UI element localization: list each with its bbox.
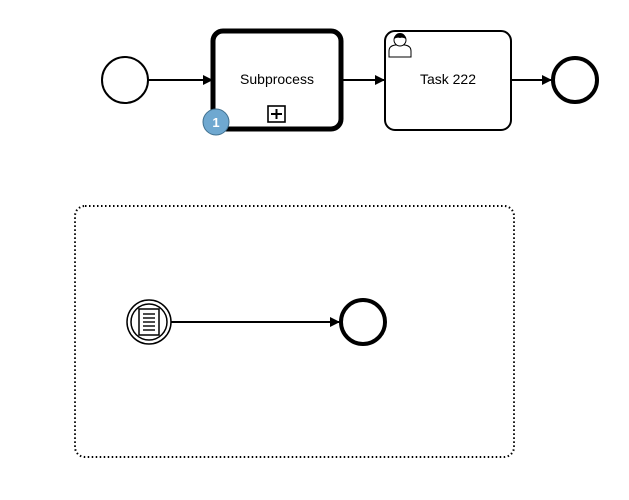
subprocess-box[interactable] [210,28,344,132]
overlay-badge-count: 1 [212,115,219,130]
user-icon [388,33,412,58]
user-task[interactable]: Task 222 [384,30,512,131]
subprocess-label: Subprocess [240,71,314,87]
start-event[interactable] [101,56,149,104]
task-label: Task 222 [420,71,476,87]
document-icon [138,308,160,336]
conditional-start-event[interactable] [126,299,172,345]
subprocess[interactable]: Subprocess 1 [202,28,344,136]
event-subprocess[interactable] [74,205,515,458]
end-event[interactable] [551,56,599,104]
event-subprocess-end-event[interactable] [339,298,387,346]
plus-square-icon [267,105,286,123]
event-subprocess-box[interactable] [74,205,515,458]
overlay-badge[interactable]: 1 [202,108,230,136]
